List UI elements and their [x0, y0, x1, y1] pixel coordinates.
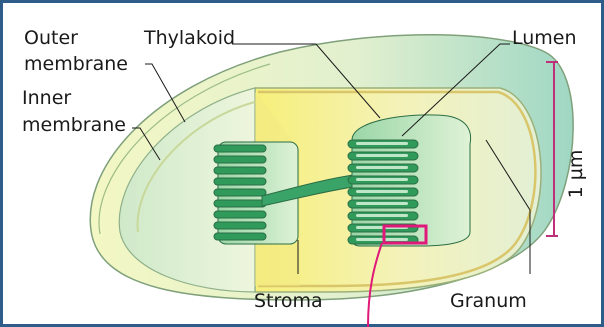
label-stroma: Stroma: [254, 290, 323, 312]
label-inner-membrane-line1: Inner: [22, 87, 71, 109]
label-lumen: Lumen: [512, 27, 577, 49]
label-thylakoid: Thylakoid: [143, 27, 235, 49]
label-outer-membrane-line1: Outer: [24, 27, 78, 49]
label-outer-membrane-line2: membrane: [24, 53, 128, 75]
label-scale: 1 µm: [565, 150, 587, 199]
label-inner-membrane-line2: membrane: [22, 114, 126, 136]
label-granum: Granum: [450, 290, 527, 312]
